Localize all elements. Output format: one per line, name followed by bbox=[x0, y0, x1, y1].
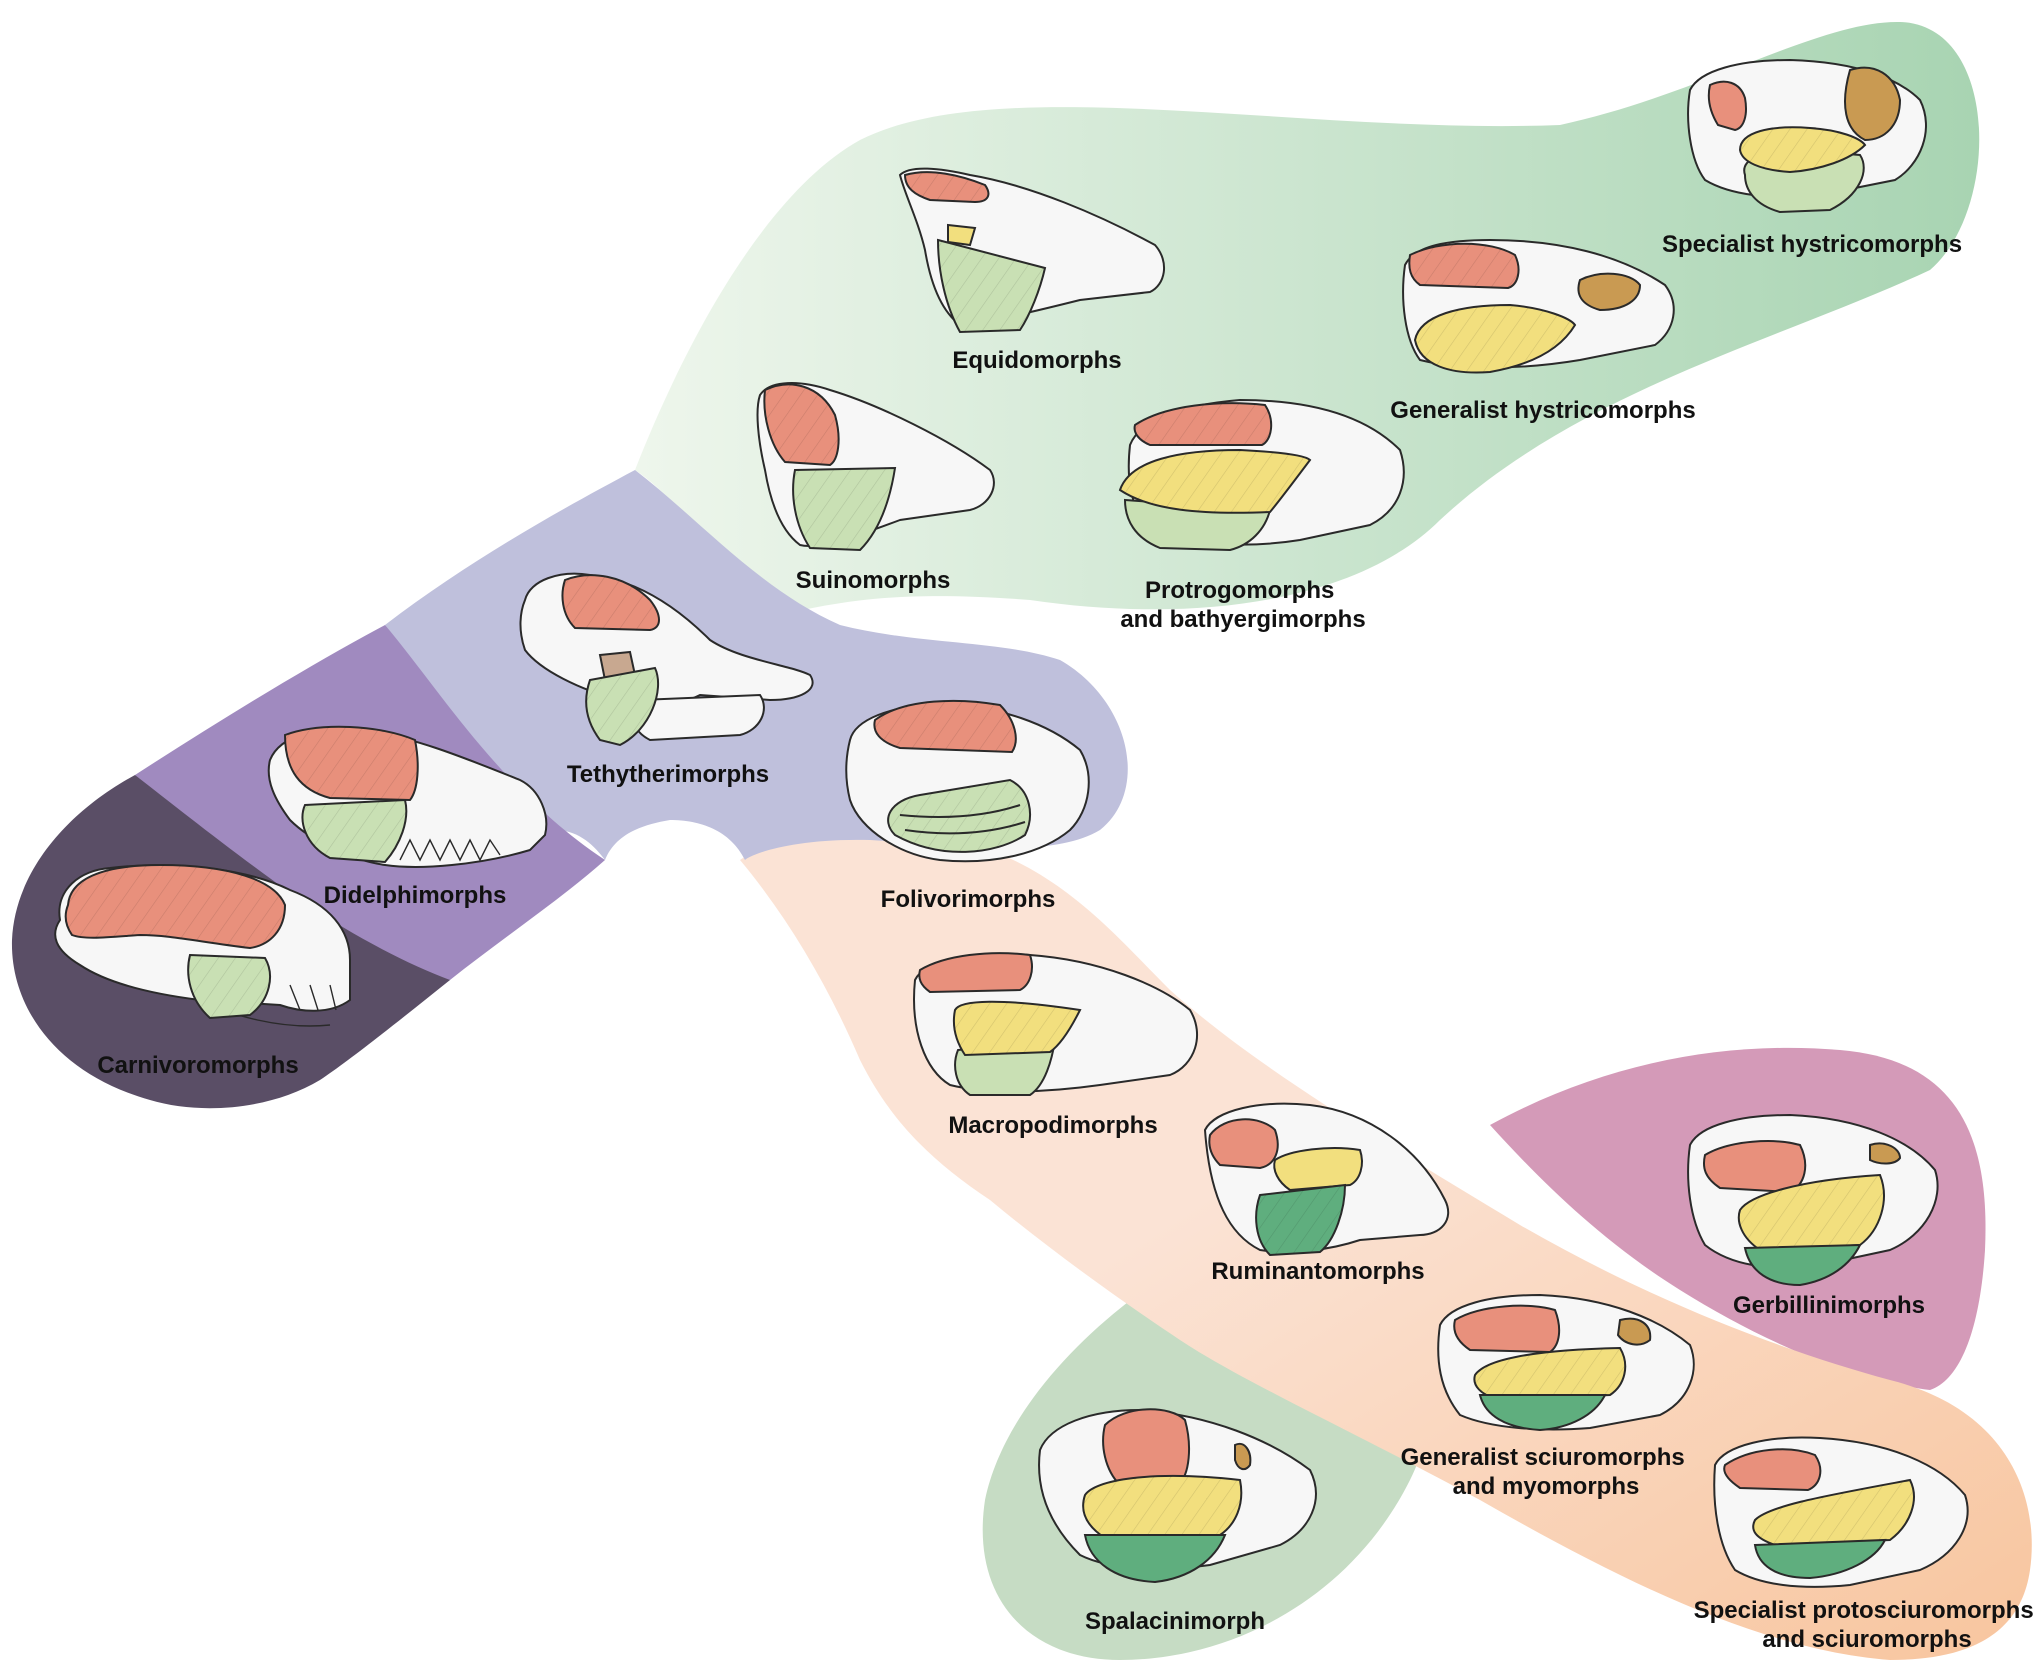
label-didelphimorphs: Didelphimorphs bbox=[324, 882, 507, 909]
label-ruminantomorphs: Ruminantomorphs bbox=[1211, 1258, 1424, 1285]
label-generalist-hystricomorphs: Generalist hystricomorphs bbox=[1390, 397, 1695, 424]
label-gerbillinimorphs: Gerbillinimorphs bbox=[1733, 1292, 1925, 1319]
skull-ruminantomorphs bbox=[1203, 1102, 1450, 1257]
label-carnivoromorphs: Carnivoromorphs bbox=[97, 1052, 298, 1079]
skull-carnivoromorphs bbox=[54, 863, 351, 1027]
skull-protrogomorphs bbox=[1118, 398, 1405, 552]
skull-generalist-hystricomorphs bbox=[1402, 238, 1675, 374]
label-macropodimorphs: Macropodimorphs bbox=[948, 1112, 1157, 1139]
skull-gerbillinimorphs bbox=[1687, 1113, 1939, 1287]
skull-folivorimorphs bbox=[845, 699, 1090, 863]
group-labels: Carnivoromorphs Didelphimorphs Tethyther… bbox=[97, 231, 2041, 1653]
label-spalacinimorph: Spalacinimorph bbox=[1085, 1608, 1265, 1635]
label-protrogomorphs: Protrogomorphs and bathyergimorphs bbox=[1120, 577, 1365, 633]
label-tethytherimorphs: Tethytherimorphs bbox=[567, 761, 769, 788]
label-specialist-hystricomorphs: Specialist hystricomorphs bbox=[1662, 231, 1962, 258]
skull-specialist-hystricomorphs bbox=[1687, 58, 1927, 214]
label-equidomorphs: Equidomorphs bbox=[952, 347, 1121, 374]
skull-suinomorphs bbox=[756, 382, 995, 552]
skull-generalist-sciuromorphs bbox=[1437, 1293, 1695, 1432]
skull-equidomorphs bbox=[898, 167, 1165, 334]
skull-macropodimorphs bbox=[913, 952, 1199, 1096]
label-folivorimorphs: Folivorimorphs bbox=[881, 886, 1056, 913]
skull-didelphimorphs bbox=[267, 725, 548, 868]
skull-spalacinimorph bbox=[1038, 1408, 1317, 1584]
label-generalist-sciuromorphs: Generalist sciuromorphs and myomorphs bbox=[1401, 1444, 1692, 1500]
label-specialist-protosciuromorphs: Specialist protosciuromorphs and sciurom… bbox=[1694, 1597, 2041, 1653]
skull-tethytherimorphs bbox=[519, 572, 814, 747]
skull-specialist-protosciuromorphs bbox=[1713, 1436, 1969, 1588]
label-suinomorphs: Suinomorphs bbox=[796, 567, 951, 594]
